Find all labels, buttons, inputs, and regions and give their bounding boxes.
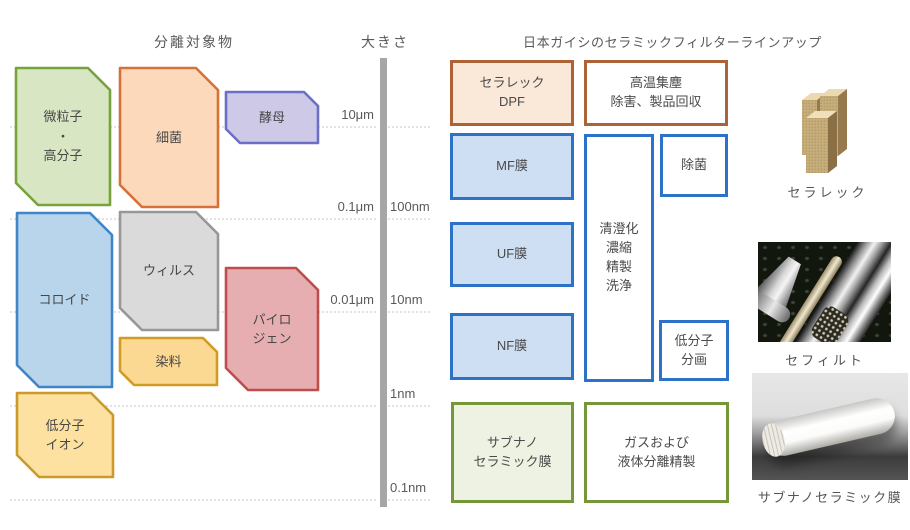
yeast-shape: [224, 90, 320, 145]
mf-membrane-box: MF膜: [450, 133, 574, 200]
colloid-shape: [15, 211, 114, 389]
bacteria-label: 細菌: [155, 129, 182, 145]
low-ion-label: 低分子 イオン: [45, 417, 85, 453]
tick-10nm: 10nm: [390, 292, 423, 307]
subnano-caption: サブナノセラミック膜: [757, 490, 903, 505]
tick-0-1um: 0.1μm: [337, 199, 374, 214]
tick-100nm: 100nm: [390, 199, 430, 214]
particles-label: 微粒子 ・ 高分子: [43, 109, 83, 164]
particles-shape: [14, 66, 112, 207]
pyrogen-label: パイロ ジェン: [252, 311, 292, 347]
ceralec-product-image: [802, 89, 847, 173]
subnano-product-image: [752, 373, 908, 480]
ceralec-caption: セラレック: [787, 185, 868, 200]
bacteria-shape: [118, 66, 220, 209]
gas-liquid-application-box: ガスおよび 液体分離精製: [584, 402, 729, 503]
tube-end-face: [758, 421, 789, 460]
nf-membrane-box: NF膜: [450, 313, 574, 380]
tick-10um: 10μm: [341, 107, 374, 122]
dye-shape: [118, 336, 219, 387]
colloid-label: コロイド: [38, 292, 91, 308]
low-ion-shape: [15, 391, 115, 479]
lineup-heading: 日本ガイシのセラミックフィルターラインアップ: [523, 35, 822, 50]
sterilization-box: 除菌: [660, 134, 728, 197]
pyrogen-shape: [224, 266, 320, 392]
virus-label: ウィルス: [142, 263, 195, 279]
cefilt-caption: セフィルト: [785, 353, 865, 368]
subnano-membrane-box: サブナノ セラミック膜: [451, 402, 574, 503]
clarify-application-box: 清澄化 濃縮 精製 洗浄: [584, 134, 654, 382]
low-mw-fractionation-box: 低分子 分画: [659, 320, 729, 381]
tick-1nm: 1nm: [390, 386, 416, 401]
virus-shape: [118, 210, 220, 332]
yeast-label: 酵母: [258, 109, 285, 125]
cefilt-product-image: [758, 242, 891, 342]
separation-target-shapes: [14, 66, 320, 479]
uf-membrane-box: UF膜: [450, 222, 574, 287]
ceramic-tube: [758, 394, 899, 460]
separation-targets-heading: 分離対象物: [154, 34, 234, 50]
size-scale-bar: [380, 58, 387, 507]
tick-0-01um: 0.01μm: [330, 292, 374, 307]
size-heading: 大きさ: [361, 34, 409, 50]
tick-0-1nm: 0.1nm: [390, 480, 427, 495]
dpf-application-box: 高温集塵 除害、製品回収: [584, 60, 728, 126]
ceralec-dpf-box: セラレック DPF: [450, 60, 574, 126]
dye-label: 染料: [155, 353, 182, 369]
